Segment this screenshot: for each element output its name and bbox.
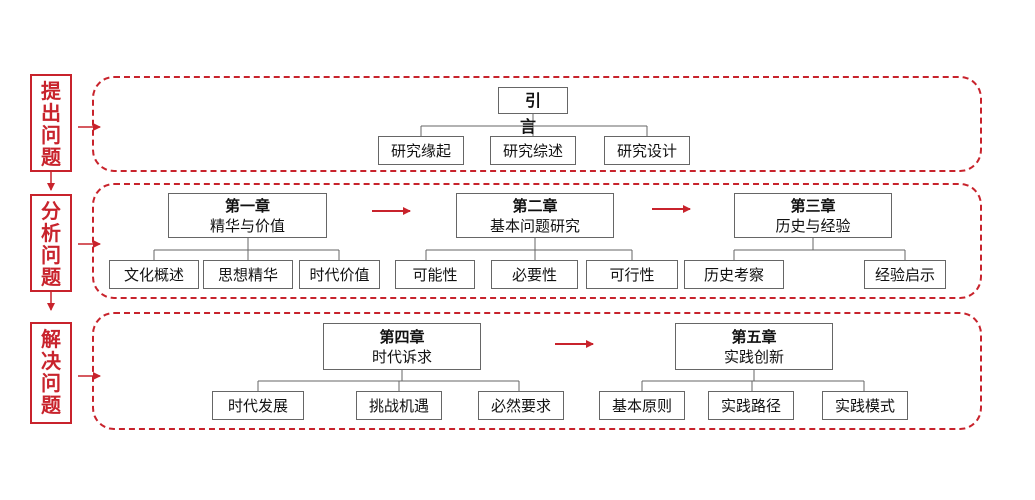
stage-char: 题 xyxy=(41,393,61,417)
chapter-2-item: 可能性 xyxy=(395,260,475,289)
chapter-1-item: 思想精华 xyxy=(203,260,293,289)
intro-title: 引 言 xyxy=(498,87,568,136)
chapter-4-box: 第四章 时代诉求 xyxy=(323,323,481,370)
stage-char: 决 xyxy=(41,349,61,373)
chapter-3-item: 经验启示 xyxy=(864,260,946,289)
chapter-number: 第一章 xyxy=(224,197,270,215)
chapter-number: 第五章 xyxy=(731,328,777,346)
stage-label-solve: 解 决 问 题 xyxy=(30,322,72,424)
chapter-3-box: 第三章 历史与经验 xyxy=(734,193,892,238)
chapter-1-item: 时代价值 xyxy=(299,260,380,289)
chapter-2-item: 可行性 xyxy=(586,260,678,289)
chapter-5-item: 基本原则 xyxy=(599,391,685,420)
stage-char: 题 xyxy=(41,145,61,169)
stage-char: 问 xyxy=(41,123,61,147)
intro-item: 研究综述 xyxy=(490,136,576,165)
stage-char: 问 xyxy=(41,243,61,267)
chapter-4-item: 时代发展 xyxy=(212,391,304,420)
section-propose xyxy=(92,76,982,172)
chapter-name: 实践创新 xyxy=(723,348,784,366)
section-analyze xyxy=(92,183,982,299)
chapter-name: 历史与经验 xyxy=(775,217,851,235)
chapter-3-item: 历史考察 xyxy=(684,260,784,289)
stage-char: 分 xyxy=(41,199,61,223)
section-solve xyxy=(92,312,982,430)
chapter-5-item: 实践路径 xyxy=(708,391,794,420)
chapter-1-box: 第一章 精华与价值 xyxy=(168,193,327,238)
stage-char: 问 xyxy=(41,371,61,395)
chapter-4-item: 必然要求 xyxy=(478,391,564,420)
intro-item: 研究缘起 xyxy=(378,136,464,165)
chapter-5-box: 第五章 实践创新 xyxy=(675,323,833,370)
chapter-4-item: 挑战机遇 xyxy=(356,391,442,420)
stage-char: 析 xyxy=(41,221,61,245)
chapter-number: 第二章 xyxy=(512,197,558,215)
intro-item: 研究设计 xyxy=(604,136,690,165)
chapter-number: 第三章 xyxy=(790,197,836,215)
stage-char: 解 xyxy=(41,327,61,351)
chapter-name: 精华与价值 xyxy=(209,217,285,235)
chapter-name: 基本问题研究 xyxy=(489,217,580,235)
chapter-2-box: 第二章 基本问题研究 xyxy=(456,193,614,238)
stage-char: 提 xyxy=(41,79,61,103)
stage-char: 题 xyxy=(41,265,61,289)
stage-label-propose: 提 出 问 题 xyxy=(30,74,72,172)
chapter-2-item: 必要性 xyxy=(491,260,578,289)
stage-label-analyze: 分 析 问 题 xyxy=(30,194,72,292)
stage-char: 出 xyxy=(41,101,61,125)
chapter-number: 第四章 xyxy=(379,328,425,346)
chapter-1-item: 文化概述 xyxy=(109,260,199,289)
chapter-name: 时代诉求 xyxy=(371,348,432,366)
chapter-5-item: 实践模式 xyxy=(822,391,908,420)
